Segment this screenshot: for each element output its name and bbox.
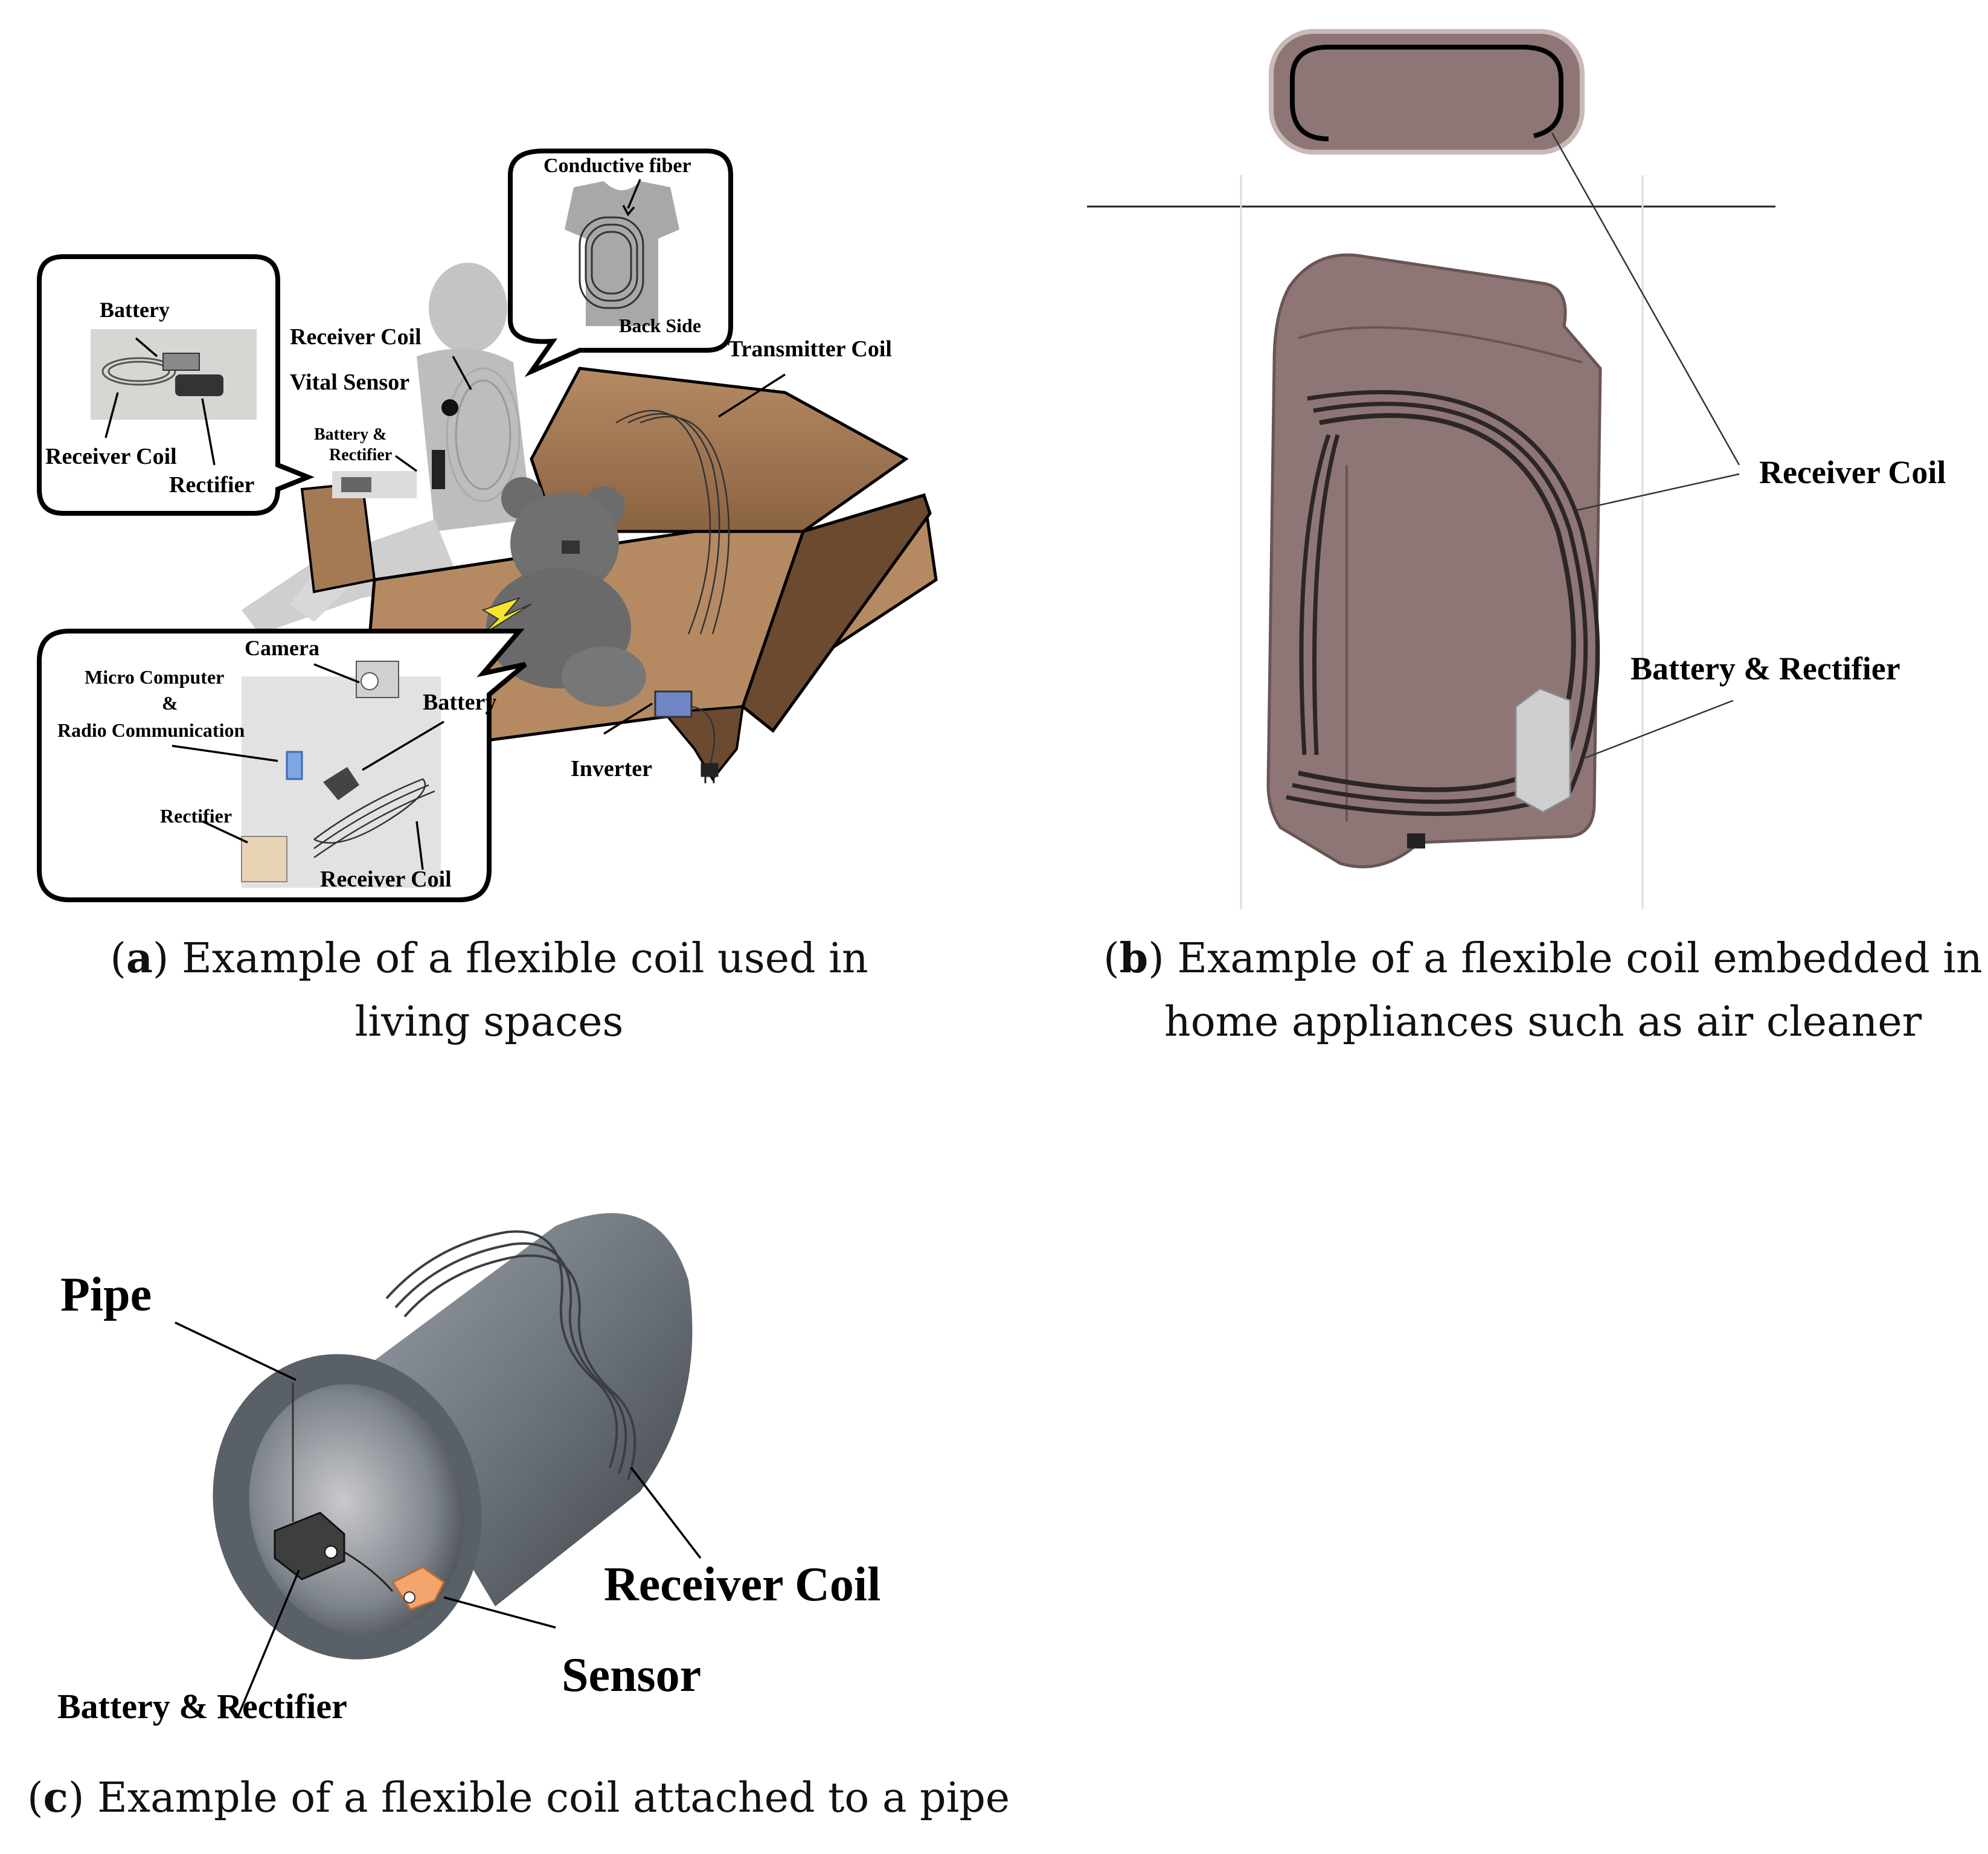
label-battery-top: Battery: [100, 298, 170, 322]
caption-b-letter: b: [1120, 934, 1149, 983]
label-battery-bottom: Battery: [423, 690, 496, 715]
label-rectifier-bottom: Rectifier: [160, 805, 232, 827]
label-vital-sensor: Vital Sensor: [290, 370, 409, 395]
caption-c-letter: c: [43, 1774, 68, 1822]
coil-cross-section: [1269, 29, 1585, 155]
label-receiver-coil-bottom: Receiver Coil: [320, 867, 452, 892]
lightning-icon: [481, 596, 532, 635]
label-receiver-coil-c: Receiver Coil: [604, 1558, 880, 1611]
caption-b-line2: home appliances such as air cleaner: [1164, 998, 1922, 1046]
pipe: [213, 1213, 693, 1660]
label-battery-rectifier-b: Battery & Rectifier: [1630, 650, 1900, 687]
battery-rectifier-box-c: [274, 1512, 345, 1580]
label-back-side: Back Side: [619, 315, 701, 336]
callout-bottom: [37, 629, 527, 902]
label-inverter: Inverter: [571, 756, 652, 781]
inverter-box: [654, 690, 693, 718]
label-rectifier-callout: Rectifier: [169, 472, 254, 498]
label-ampersand: &: [162, 692, 178, 714]
caption-b-line1: (b) Example of a flexible coil embedded …: [1103, 934, 1983, 983]
label-sensor: Sensor: [562, 1649, 701, 1702]
label-transmitter-coil: Transmitter Coil: [728, 336, 892, 362]
label-battery-rectifier-c: Battery & Rectifier: [57, 1687, 347, 1726]
receiver-coil-rings: [446, 367, 521, 502]
label-battery-rectifier-line1: Battery &: [314, 425, 387, 444]
caption-a-letter: a: [126, 934, 153, 983]
label-radio-communication: Radio Communication: [57, 719, 245, 741]
panel-c: Pipe Receiver Coil Sensor Battery & Rect…: [27, 1213, 1010, 1822]
caption-b-text1: Example of a flexible coil embedded in: [1177, 935, 1982, 983]
label-receiver-coil-b: Receiver Coil: [1759, 454, 1946, 490]
panel-b: Receiver Coil Battery & Rectifier (b) Ex…: [1087, 29, 1983, 1046]
caption-c-text: Example of a flexible coil attached to a…: [97, 1774, 1010, 1822]
callout-shirt: [508, 149, 733, 377]
battery-rectifier-small: [332, 399, 458, 498]
label-receiver-coil-callout: Receiver Coil: [45, 444, 177, 469]
label-conductive-fiber: Conductive fiber: [543, 155, 691, 177]
label-battery-rectifier-line2: Rectifier: [329, 446, 392, 464]
caption-c: (c) Example of a flexible coil attached …: [27, 1774, 1010, 1822]
sensor-c: [391, 1566, 445, 1611]
caption-a-line1: (a) Example of a flexible coil used in: [110, 934, 868, 983]
panel-a: Conductive fiber Back Side Battery Recei…: [37, 149, 938, 1046]
label-camera: Camera: [245, 636, 319, 660]
callout-battery: [37, 254, 315, 516]
air-cleaner: [1266, 253, 1602, 868]
caption-a-text1: Example of a flexible coil used in: [182, 935, 868, 983]
teddy-bear: [486, 477, 646, 707]
label-pipe: Pipe: [60, 1268, 152, 1321]
plug-icon-b: [1407, 833, 1425, 848]
label-micro-computer: Micro Computer: [85, 666, 224, 688]
label-receiver-coil-person: Receiver Coil: [290, 324, 422, 350]
caption-a-line2: living spaces: [355, 998, 624, 1046]
plug-icon: [701, 763, 719, 783]
